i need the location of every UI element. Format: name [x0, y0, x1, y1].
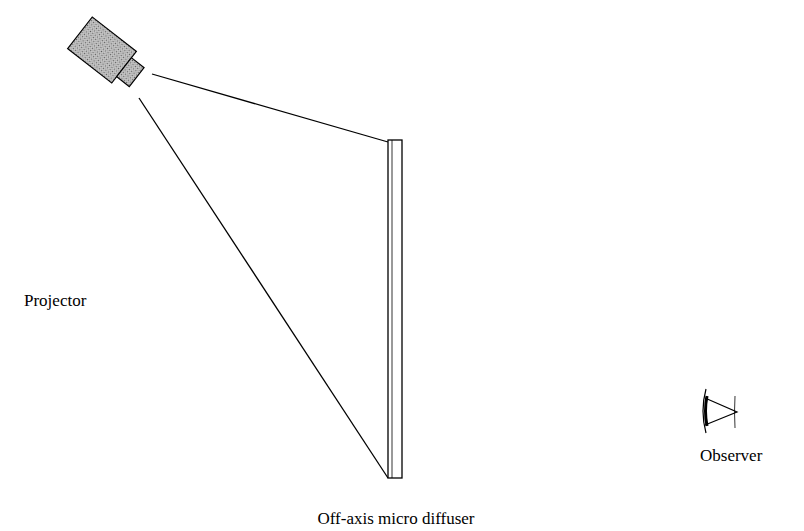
part-label: Projector — [22, 291, 88, 311]
caption-label: Off-axis micro diffuser — [315, 509, 476, 529]
light-ray — [139, 98, 388, 478]
diffuser-screen — [388, 140, 402, 478]
eye-symbol — [703, 389, 737, 433]
projector-symbol — [68, 17, 149, 93]
part-label: Observer — [698, 446, 764, 466]
diffuser-screen — [392, 140, 393, 478]
light-ray — [152, 74, 388, 142]
